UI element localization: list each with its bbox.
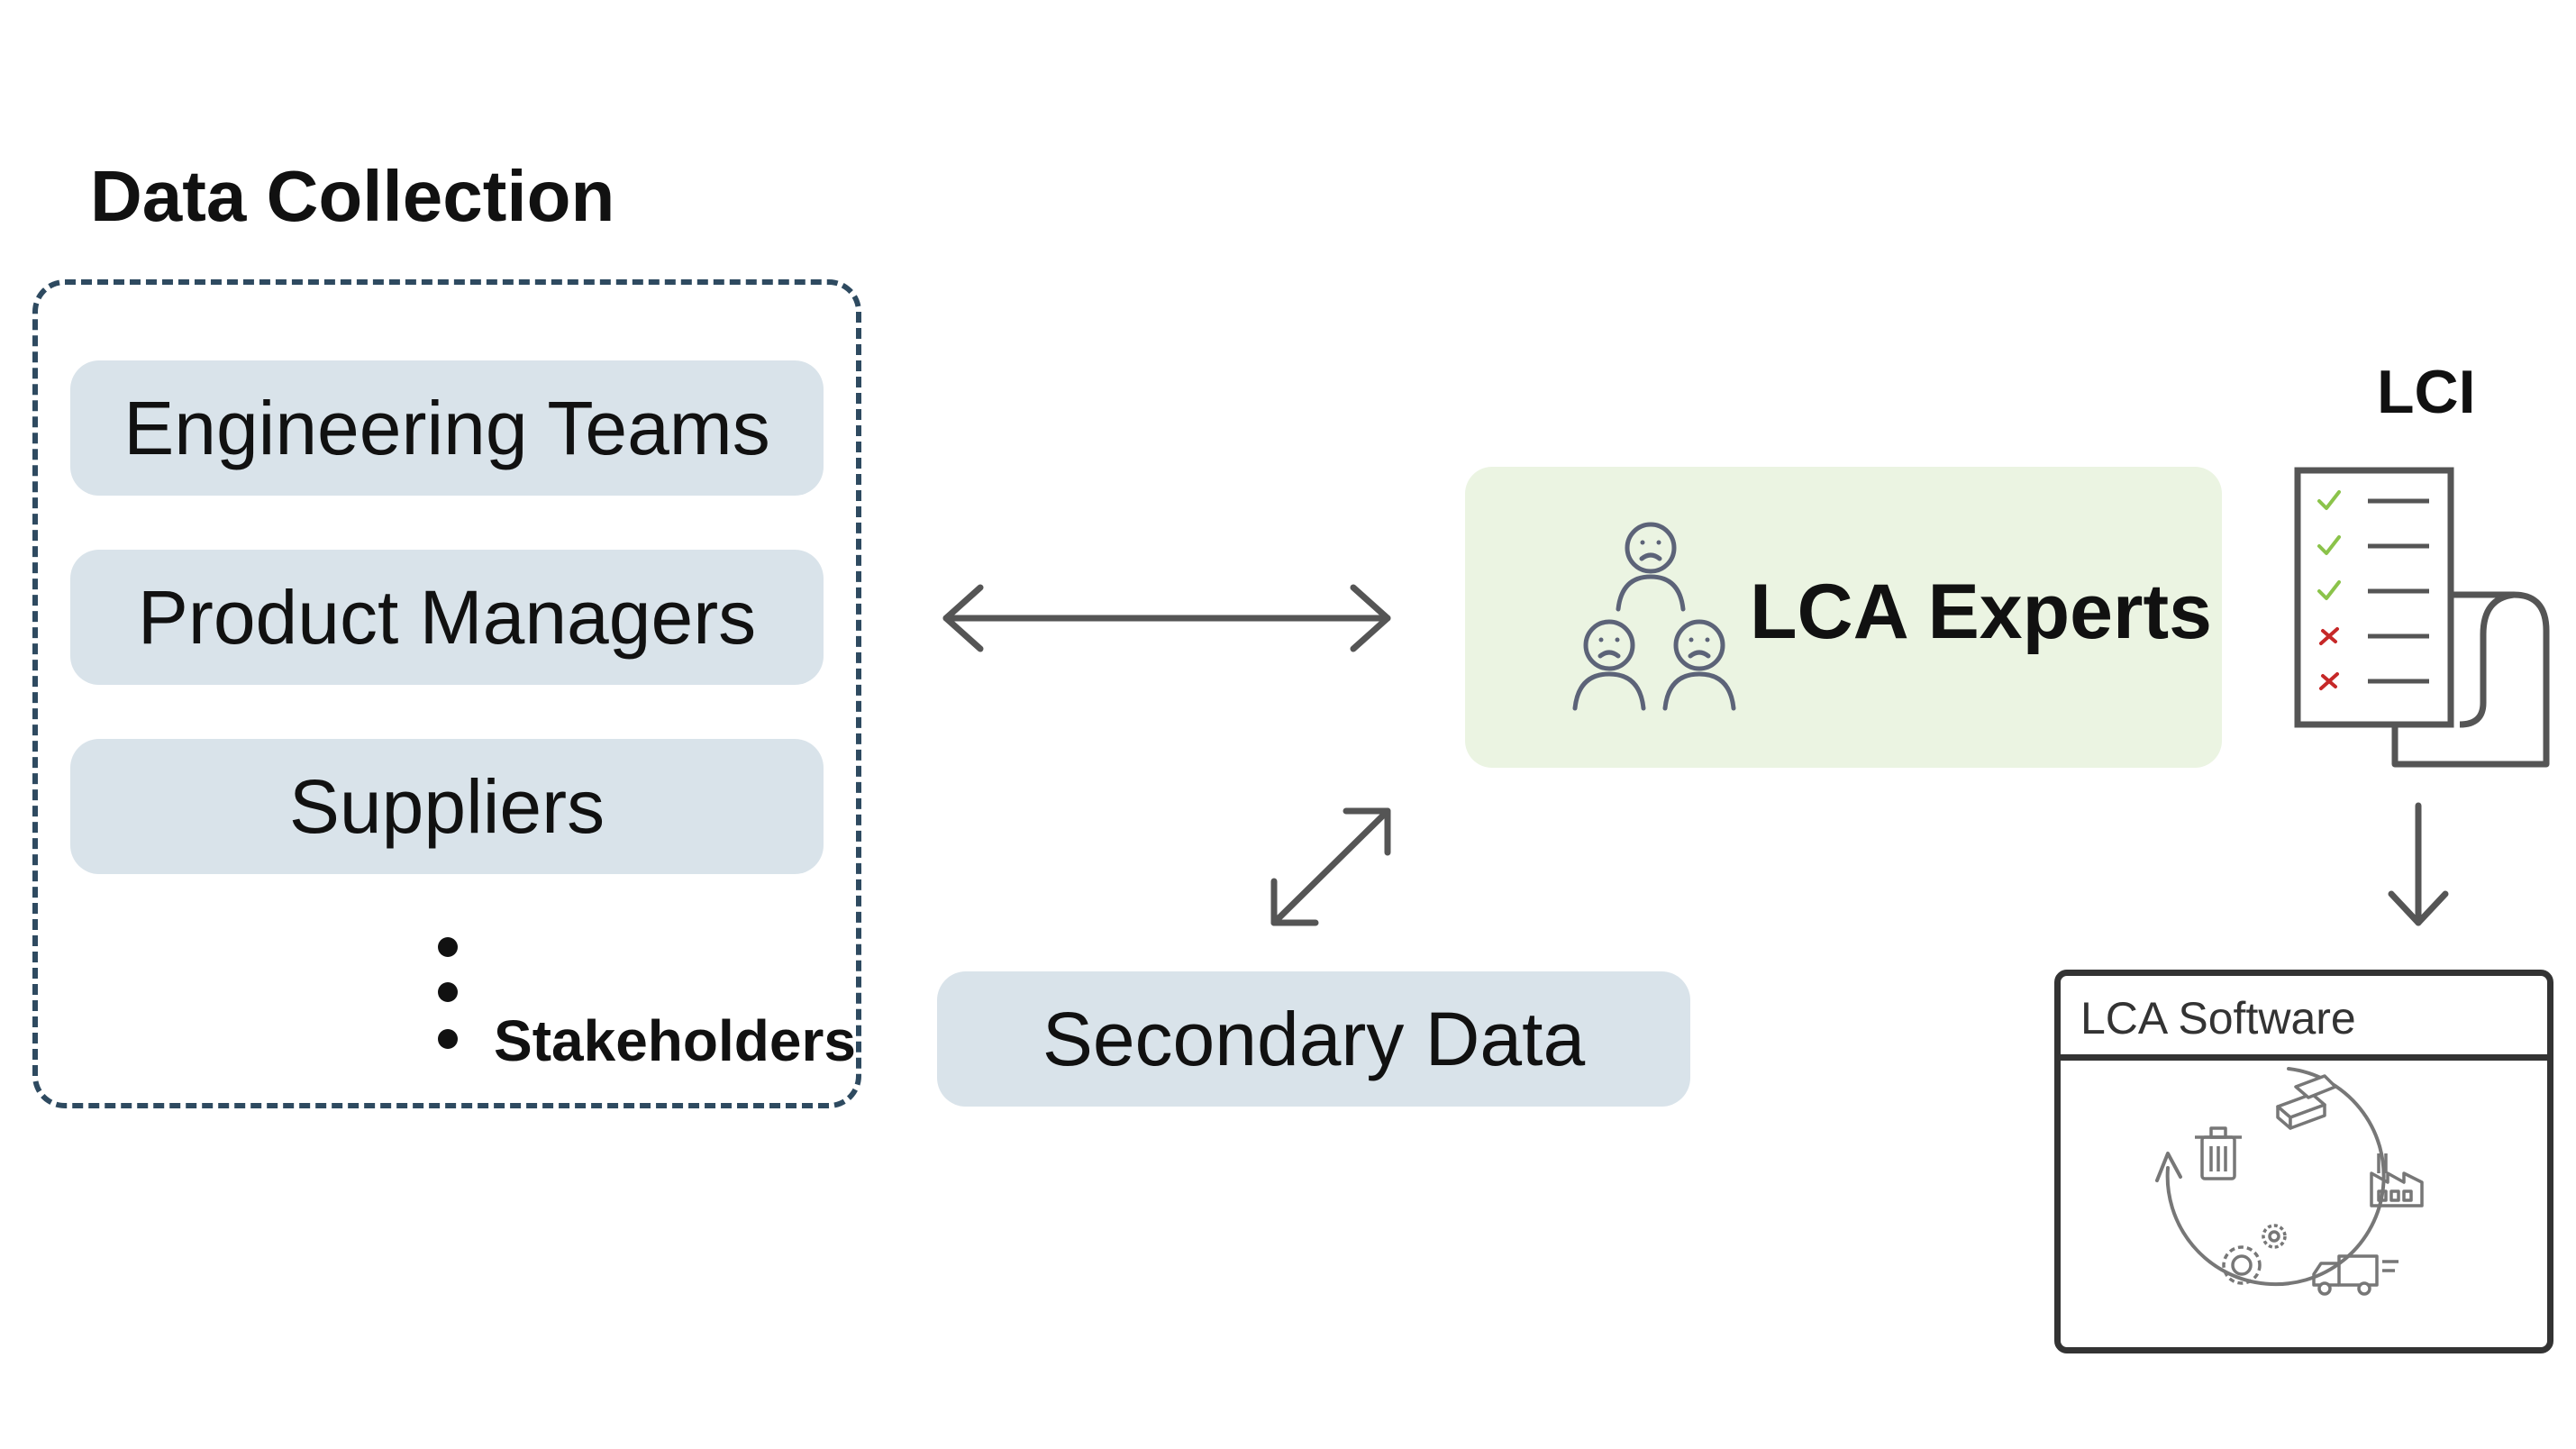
- lca-software-titlebar: LCA Software: [2061, 976, 2547, 1061]
- data-collection-title: Data Collection: [90, 156, 615, 236]
- suppliers-label: Suppliers: [288, 763, 605, 849]
- lci-label: LCI: [2377, 358, 2476, 426]
- engineering-teams-label: Engineering Teams: [123, 385, 770, 470]
- lca-experts-label: LCA Experts: [1750, 569, 2212, 655]
- secondary-data-label: Secondary Data: [1042, 996, 1586, 1081]
- lifecycle-circle: [2155, 1067, 2386, 1287]
- product-managers-box: Product Managers: [70, 550, 824, 685]
- stakeholders-label: Stakeholders: [494, 1008, 856, 1073]
- bidirectional-arrow-diagonal: [1270, 807, 1391, 926]
- checklist-document-icon: [2294, 467, 2550, 768]
- lca-experts-box: [1465, 467, 2222, 768]
- ellipsis-dot: [438, 937, 458, 957]
- trash-can-icon: [2195, 1126, 2242, 1180]
- engineering-teams-box: Engineering Teams: [70, 360, 824, 496]
- gears-icon: [2222, 1224, 2287, 1285]
- group-of-sad-people-icon: [1572, 522, 1736, 711]
- bidirectional-arrow-horizontal: [942, 584, 1391, 652]
- down-arrow: [2388, 802, 2449, 926]
- lca-software-title: LCA Software: [2080, 993, 2356, 1043]
- suppliers-box: Suppliers: [70, 739, 824, 874]
- lca-software-window: LCA Software: [2054, 970, 2553, 1353]
- gold-bars-icon: [2276, 1074, 2337, 1130]
- data-collection-group: [32, 279, 861, 1108]
- delivery-truck-icon: [2312, 1254, 2399, 1296]
- ellipsis-dot: [438, 982, 458, 1002]
- ellipsis-dot: [438, 1029, 458, 1049]
- secondary-data-box: Secondary Data: [937, 971, 1690, 1107]
- factory-icon: [2370, 1153, 2424, 1208]
- product-managers-label: Product Managers: [137, 574, 757, 660]
